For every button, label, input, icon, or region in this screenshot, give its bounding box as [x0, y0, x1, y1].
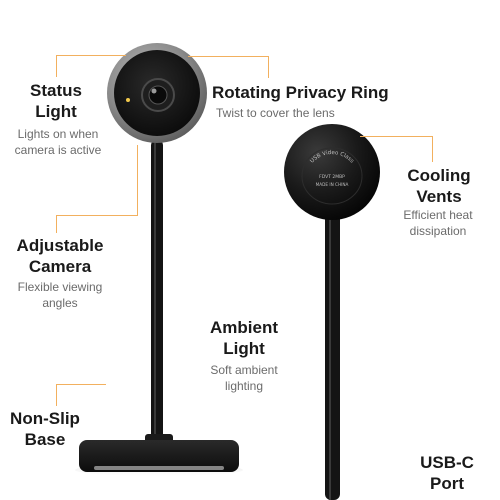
lens-inner: [148, 85, 168, 105]
status-light-leader-v: [56, 55, 57, 77]
adjustable-leader-v: [137, 145, 138, 215]
status-light-dot: [126, 98, 130, 102]
adjustable-camera-desc: Flexible viewing angles: [17, 280, 103, 310]
base-leader-h: [56, 384, 106, 385]
base-bottom-light: [94, 466, 224, 470]
adjustable-leader-v2: [56, 215, 57, 233]
cooling-leader-h: [360, 136, 432, 137]
cooling-leader-v: [432, 136, 433, 162]
cooling-vents: [301, 147, 363, 205]
left-neck-highlight: [154, 140, 156, 440]
ambient-light-title: Ambient Light: [210, 318, 278, 358]
status-light-title: Status Light: [30, 81, 82, 121]
privacy-ring-title: Rotating Privacy Ring: [212, 83, 389, 102]
left-camera-neck: [151, 140, 163, 442]
base-leader-v: [56, 384, 57, 406]
usb-c-port-title: USB-C Port: [420, 453, 474, 493]
cooling-vents-title: Cooling Vents: [407, 166, 471, 206]
status-light-desc: Lights on when camera is active: [14, 127, 102, 157]
privacy-ring-leader-v: [268, 56, 269, 78]
label-line-2: FDVT 2MBP: [319, 174, 345, 180]
adjustable-camera-title: Adjustable Camera: [16, 236, 104, 276]
lens-glint: [151, 88, 157, 94]
non-slip-base-title: Non-Slip Base: [10, 409, 80, 449]
privacy-ring-leader-h: [188, 56, 268, 57]
right-camera-neck: [325, 210, 340, 500]
privacy-ring-desc: Twist to cover the lens: [216, 106, 335, 120]
ambient-light-desc: Soft ambient lighting: [210, 363, 278, 393]
cooling-vents-desc: Efficient heat dissipation: [403, 208, 473, 238]
camera-back-housing: [284, 124, 380, 220]
adjustable-leader-h: [56, 215, 138, 216]
status-light-leader-h: [56, 55, 126, 56]
non-slip-base-body: [79, 440, 239, 472]
right-neck-highlight: [329, 210, 331, 500]
label-line-3: MADE IN CHINA: [316, 182, 349, 187]
